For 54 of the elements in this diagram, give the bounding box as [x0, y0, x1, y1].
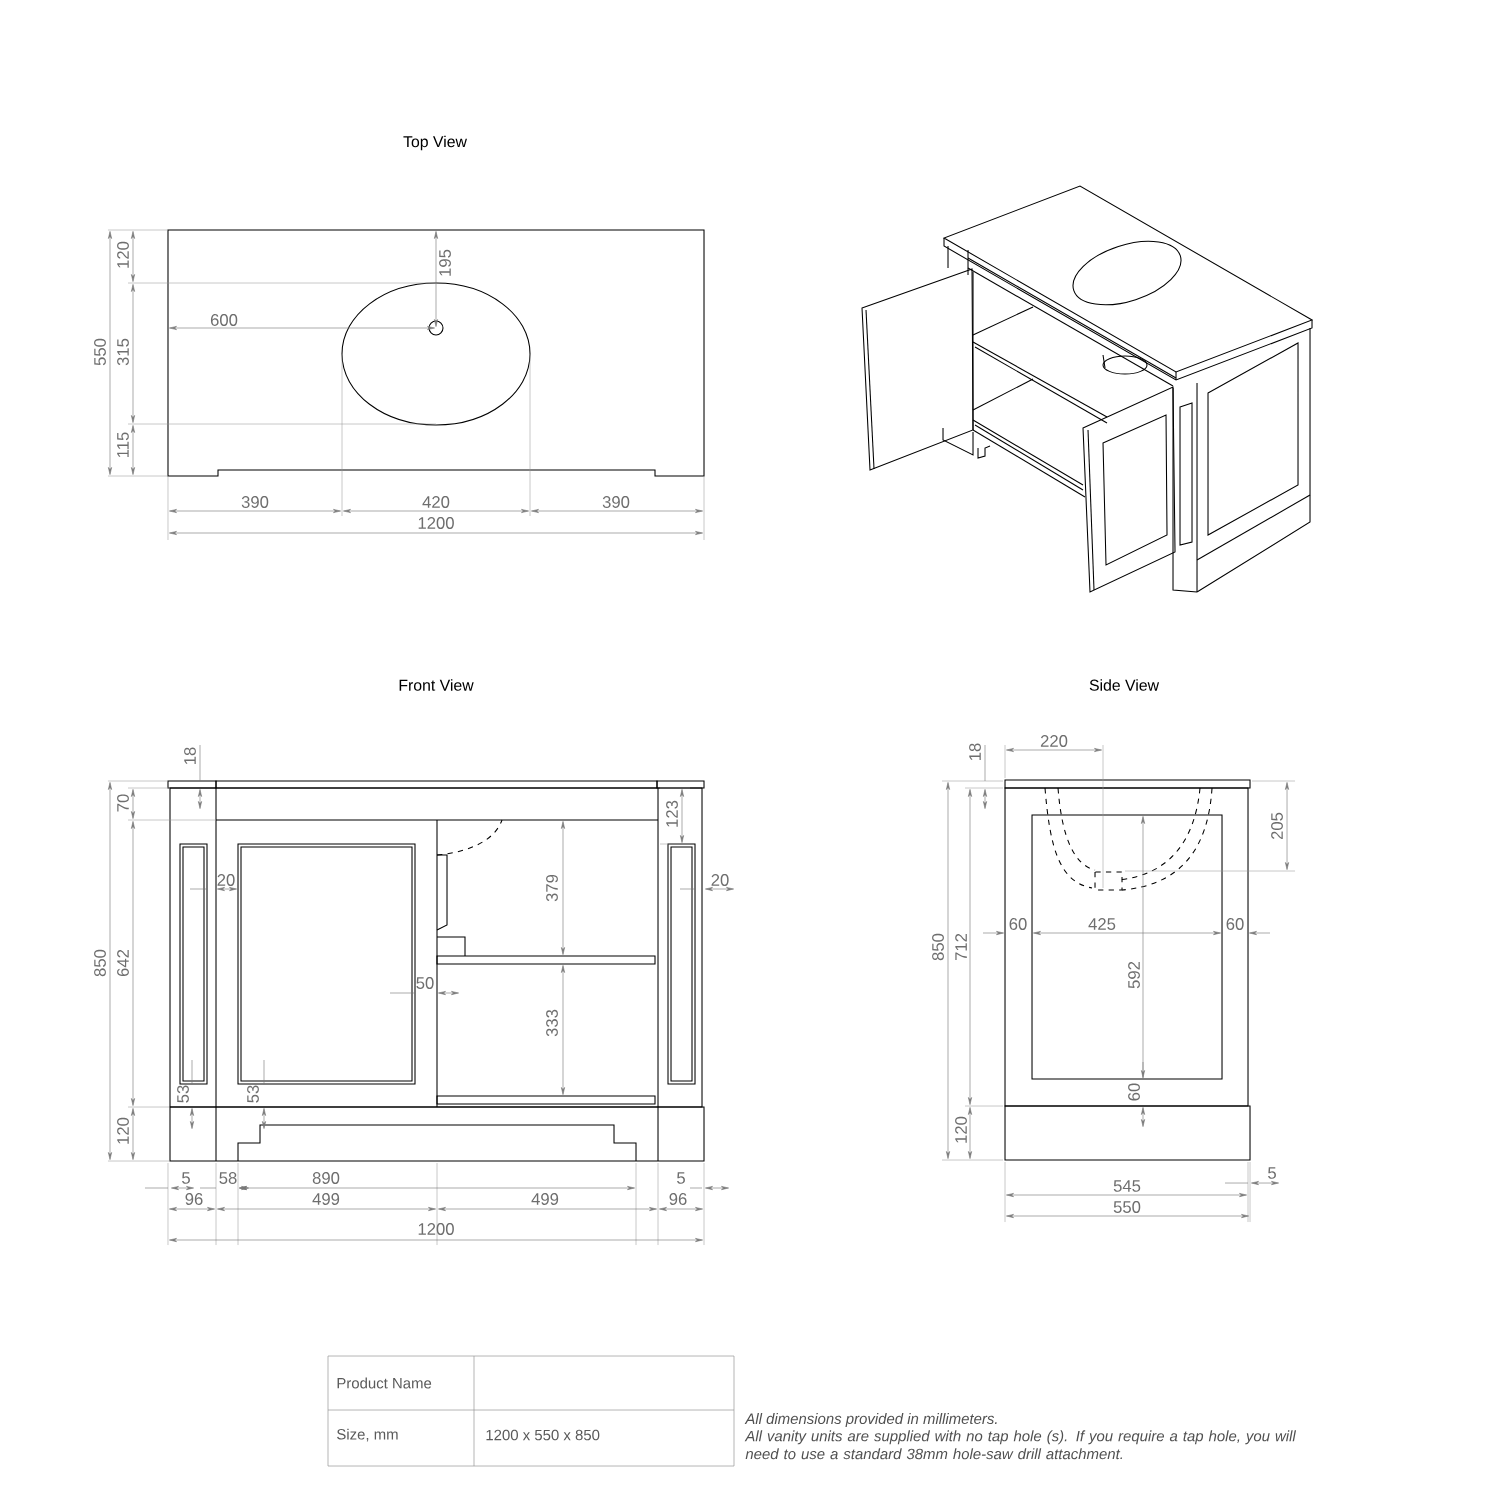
dimension-value: 50 — [416, 977, 434, 989]
dimension-value: 18 — [184, 747, 196, 765]
view-title: Front View — [399, 679, 474, 691]
field-value: 1200 x 550 x 850 — [486, 1429, 600, 1441]
dimension-value: 333 — [546, 1009, 558, 1037]
dimension-value: 115 — [117, 432, 129, 458]
dimension-value: 390 — [602, 496, 630, 508]
dimension-value: 58 — [219, 1172, 237, 1184]
dimension-value: 712 — [955, 933, 967, 961]
dimension-value: 120 — [117, 1117, 129, 1144]
dimension-value: 123 — [666, 800, 678, 827]
field-label: Product Name — [337, 1377, 432, 1389]
view-title: Side View — [1089, 679, 1160, 691]
dimension-value: 60 — [1128, 1083, 1140, 1101]
dimension-value: 420 — [422, 496, 450, 508]
dimension-value: 545 — [1113, 1180, 1141, 1192]
dimension-value: 1200 — [418, 517, 454, 529]
dimension-value: 499 — [531, 1193, 559, 1205]
dimension-value: 600 — [210, 314, 238, 326]
dimension-value: 5 — [182, 1172, 190, 1184]
dimension-value: 5 — [1268, 1167, 1276, 1179]
dimension-value: 499 — [312, 1193, 340, 1205]
field-label: Size, mm — [337, 1428, 398, 1442]
dimension-value: 550 — [1113, 1201, 1141, 1213]
note-text: All dimensions provided in millimeters. — [744, 1413, 997, 1427]
dimension-value: 60 — [1226, 918, 1244, 930]
dimension-value: 60 — [1009, 918, 1027, 930]
dimension-value: 96 — [669, 1193, 687, 1205]
dimension-value: 120 — [955, 1116, 967, 1143]
dimension-value: 315 — [117, 338, 129, 366]
dimension-value: 390 — [241, 496, 269, 508]
dimension-value: 18 — [969, 743, 981, 761]
dimension-value: 379 — [546, 874, 558, 902]
dimension-value: 850 — [932, 933, 944, 961]
dimension-value: 890 — [312, 1172, 340, 1184]
dimension-value: 120 — [117, 241, 129, 268]
dimension-value: 205 — [1271, 812, 1283, 840]
dimension-value: 5 — [677, 1172, 685, 1184]
dimension-value: 96 — [185, 1193, 203, 1205]
dimension-value: 425 — [1088, 918, 1116, 930]
dimension-value: 220 — [1040, 735, 1068, 747]
dimension-value: 53 — [247, 1085, 259, 1103]
dimension-value: 850 — [94, 949, 106, 977]
dimension-value: 53 — [177, 1085, 189, 1103]
dimension-value: 1200 — [418, 1223, 454, 1235]
dimension-value: 592 — [1128, 961, 1140, 989]
dimension-value: 20 — [217, 874, 235, 886]
dimension-value: 20 — [711, 874, 729, 886]
view-title: Top View — [403, 135, 467, 151]
dimension-value: 642 — [117, 949, 129, 977]
dimension-value: 70 — [117, 794, 129, 812]
note-text: All vanity units are supplied with no tap hole (s). If you require a tap hole, you will need to use a standard 38mm hole-saw drill attachment. — [744, 1430, 1297, 1460]
dimension-value: 195 — [439, 249, 451, 276]
dimension-value: 550 — [94, 338, 106, 366]
